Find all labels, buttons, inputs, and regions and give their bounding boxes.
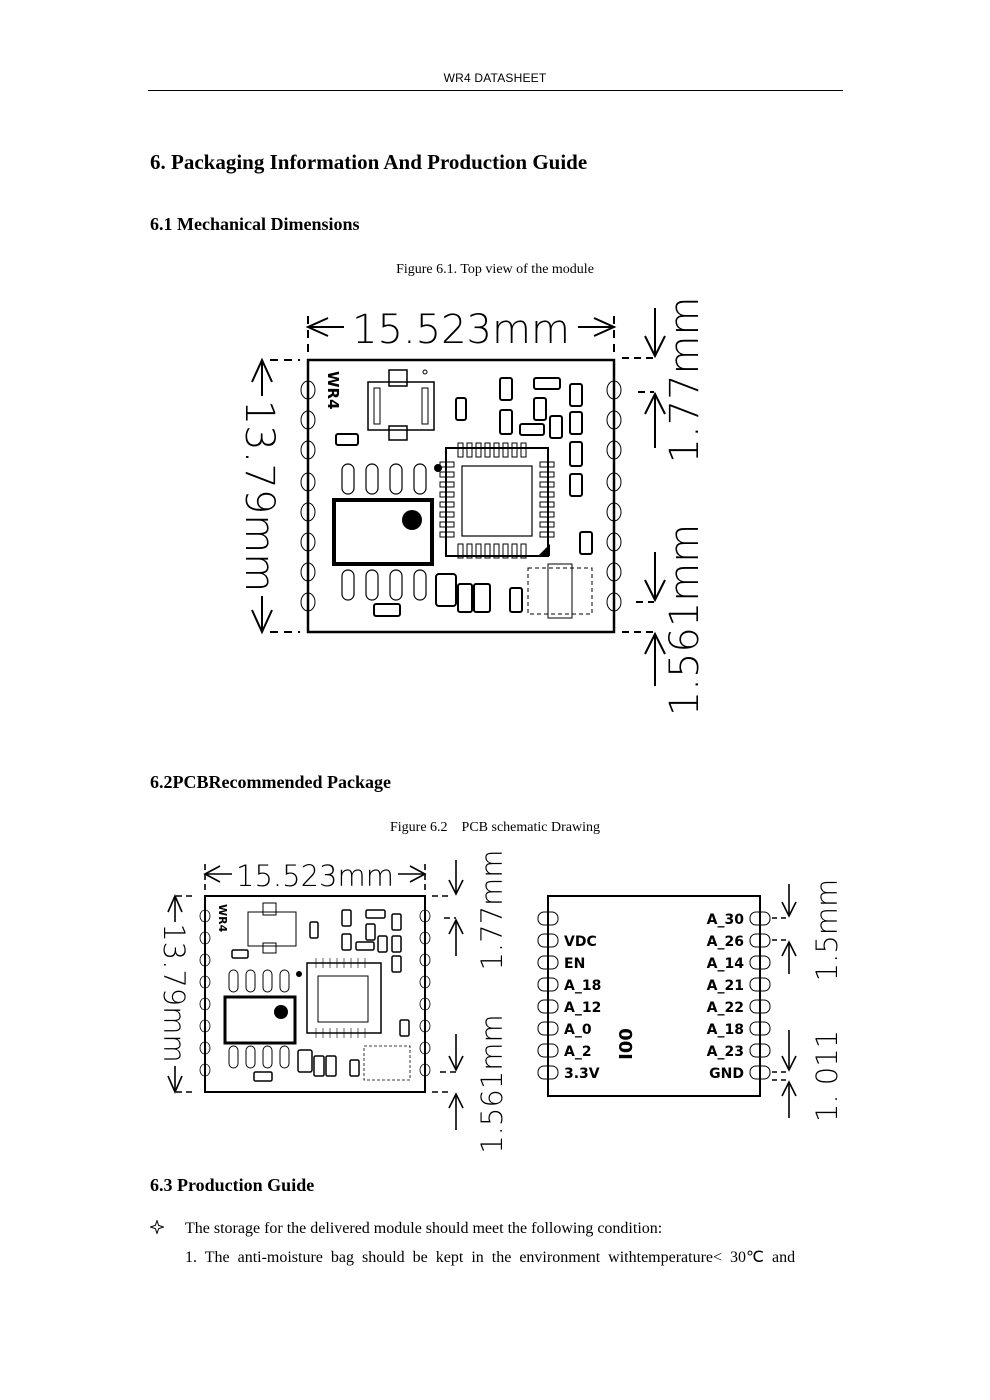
right-pin-label: A_22 xyxy=(707,1000,744,1016)
pcb-height-label: 13.79mm xyxy=(157,923,191,1063)
page-header: WR4 DATASHEET xyxy=(443,71,547,85)
subsection-title-production: 6.3 Production Guide xyxy=(150,1175,315,1195)
pcb-module-outline xyxy=(199,895,431,1093)
production-item-1: 1. The anti-moisture bag should be kept … xyxy=(185,1249,796,1266)
right-pin-label: A_21 xyxy=(707,978,744,994)
header-rule xyxy=(148,90,843,91)
section-title: 6. Packaging Information And Production … xyxy=(150,150,588,174)
pcb-top-offset-label: 1.77mm xyxy=(475,849,509,970)
pin1-dot xyxy=(402,510,422,530)
figure-caption-6-2: Figure 6.2 PCB schematic Drawing xyxy=(390,820,600,835)
right-pin-label: A_30 xyxy=(707,912,745,928)
bottom-offset-label: 1.561mm xyxy=(662,524,708,716)
right-pin-labels: A_30 A_26 A_14 A_21 A_22 A_18 A_23 GND xyxy=(707,912,745,1082)
subsection-title-mechanical: 6.1 Mechanical Dimensions xyxy=(150,214,360,234)
pin-pitch-label: 1.5mm xyxy=(810,879,844,982)
left-pin-label: A_12 xyxy=(564,1000,601,1016)
subsection-title-pcb: 6.2PCBRecommended Package xyxy=(150,772,391,792)
right-pin-label: A_18 xyxy=(707,1022,744,1038)
width-dimension-label: 15.523mm xyxy=(352,307,570,353)
height-dimension-label: 13.79mm xyxy=(236,400,282,592)
left-pin-label: A_0 xyxy=(564,1022,592,1038)
bullet-text: The storage for the delivered module sho… xyxy=(185,1220,663,1237)
left-pin-label: A_18 xyxy=(564,978,601,994)
right-pin-label: GND xyxy=(709,1066,744,1082)
footprint-center-label: I00 xyxy=(616,1028,637,1060)
pcb-width-label: 15.523mm xyxy=(236,859,394,893)
right-pin-label: A_26 xyxy=(707,934,744,950)
left-pin-label: 3.3V xyxy=(564,1066,600,1082)
module-outline xyxy=(300,358,622,634)
left-pin-labels: VDC EN A_18 A_12 A_0 A_2 3.3V xyxy=(564,934,601,1082)
module-marking: WR4 xyxy=(324,371,342,410)
right-pin-label: A_23 xyxy=(707,1044,744,1060)
pcb-module-marking: WR4 xyxy=(216,904,229,933)
right-pin-label: A_14 xyxy=(707,956,745,972)
top-offset-label: 1.77mm xyxy=(662,297,708,464)
bullet-item xyxy=(148,1218,166,1238)
left-pin-label: EN xyxy=(564,956,585,972)
pcb-bottom-offset-label: 1.561mm xyxy=(475,1014,509,1154)
left-pin-label: VDC xyxy=(564,934,597,950)
pcb-footprint xyxy=(537,895,771,1097)
pin-offset-label: 1. 011 xyxy=(810,1030,844,1122)
figure-caption-6-1: Figure 6.1. Top view of the module xyxy=(396,262,594,277)
diamond-outline-icon xyxy=(148,1218,166,1236)
left-pin-label: A_2 xyxy=(564,1044,592,1060)
